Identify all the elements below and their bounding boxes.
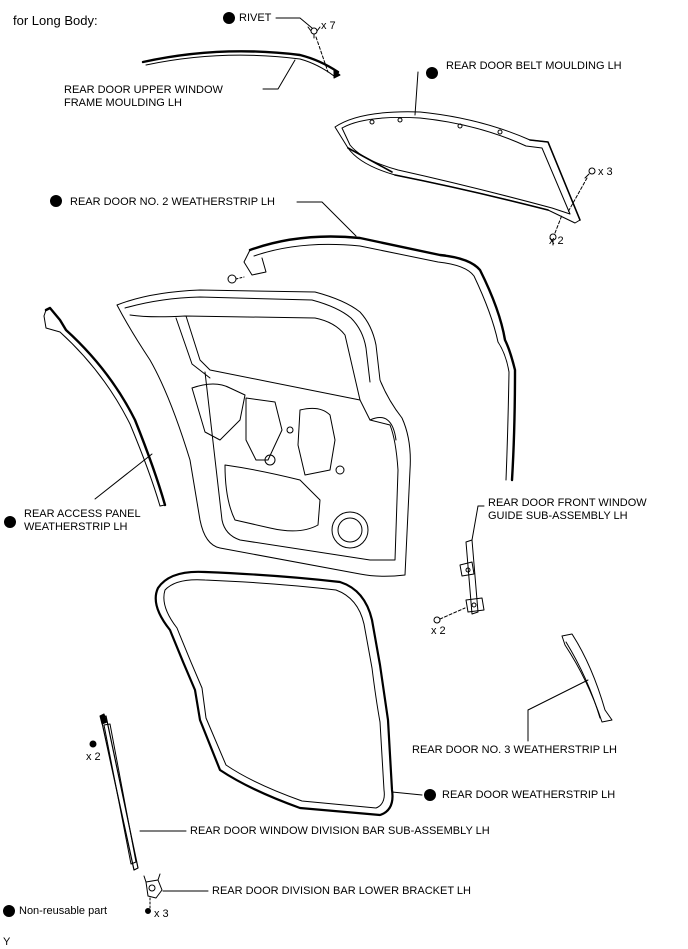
- door-weatherstrip-leader: [391, 791, 423, 796]
- non-reusable-marker: [424, 789, 436, 801]
- legend-non-reusable-icon: [3, 905, 15, 917]
- access-panel-label-line1: REAR ACCESS PANEL: [24, 508, 141, 520]
- non-reusable-marker: [50, 195, 62, 207]
- bracket-bolt-count: x 3: [154, 908, 169, 920]
- legend-non-reusable-text: Non-reusable part: [19, 905, 108, 917]
- guide-bolt-count: x 2: [431, 625, 446, 637]
- belt-clip-bottom-count: x 2: [549, 235, 564, 247]
- door-weatherstrip-part: [154, 570, 394, 817]
- belt-moulding-label: REAR DOOR BELT MOULDING LH: [446, 60, 622, 72]
- belt-clip-bottom: [549, 214, 563, 246]
- division-bar-screw-count: x 2: [86, 751, 101, 763]
- access-panel-weatherstrip-part: [43, 306, 167, 507]
- upper-frame-label-line1: REAR DOOR UPPER WINDOW: [64, 84, 223, 96]
- belt-moulding-leader: [414, 71, 419, 116]
- lower-bracket-label: REAR DOOR DIVISION BAR LOWER BRACKET LH: [212, 885, 471, 897]
- guide-bolt: [433, 607, 466, 624]
- upper-window-frame-moulding: [141, 50, 341, 79]
- upper-frame-leader: [262, 59, 296, 90]
- belt-moulding-part: [334, 111, 581, 224]
- belt-clip-top: [567, 167, 596, 213]
- non-reusable-marker: [223, 12, 235, 24]
- division-bar-part: [99, 713, 139, 871]
- belt-clip-top-count: x 3: [598, 166, 613, 178]
- front-guide-label-line2: GUIDE SUB-ASSEMBLY LH: [488, 510, 628, 522]
- no2-weatherstrip-leader: [296, 201, 357, 237]
- no3-weatherstrip-label: REAR DOOR NO. 3 WEATHERSTRIP LH: [412, 744, 617, 756]
- rivet-part: [307, 26, 321, 39]
- no2-weatherstrip-label: REAR DOOR NO. 2 WEATHERSTRIP LH: [70, 196, 275, 208]
- front-guide-leader: [471, 505, 485, 541]
- door-weatherstrip-label: REAR DOOR WEATHERSTRIP LH: [442, 789, 616, 801]
- access-panel-leader: [94, 453, 153, 500]
- access-panel-label-line2: WEATHERSTRIP LH: [24, 521, 128, 533]
- upper-frame-label-line2: FRAME MOULDING LH: [64, 97, 182, 109]
- non-reusable-marker: [426, 67, 438, 79]
- page-title: for Long Body:: [13, 13, 98, 28]
- no2-weatherstrip-part: [243, 235, 517, 482]
- division-bar-label: REAR DOOR WINDOW DIVISION BAR SUB-ASSEMB…: [190, 825, 490, 837]
- non-reusable-marker: [4, 516, 16, 528]
- lower-bracket-part: [143, 873, 163, 914]
- no3-weatherstrip-leader: [527, 679, 589, 742]
- front-guide-label-line1: REAR DOOR FRONT WINDOW: [488, 497, 647, 509]
- rivet-count: x 7: [321, 20, 336, 32]
- front-window-guide-part: [459, 539, 485, 615]
- division-bar-screw: [89, 740, 97, 748]
- no2-clip: [227, 274, 245, 284]
- no3-weatherstrip-part: [561, 633, 613, 723]
- rivet-label: RIVET: [239, 12, 272, 24]
- diagram-code: Y: [3, 936, 11, 948]
- rear-door-panel: [116, 289, 411, 577]
